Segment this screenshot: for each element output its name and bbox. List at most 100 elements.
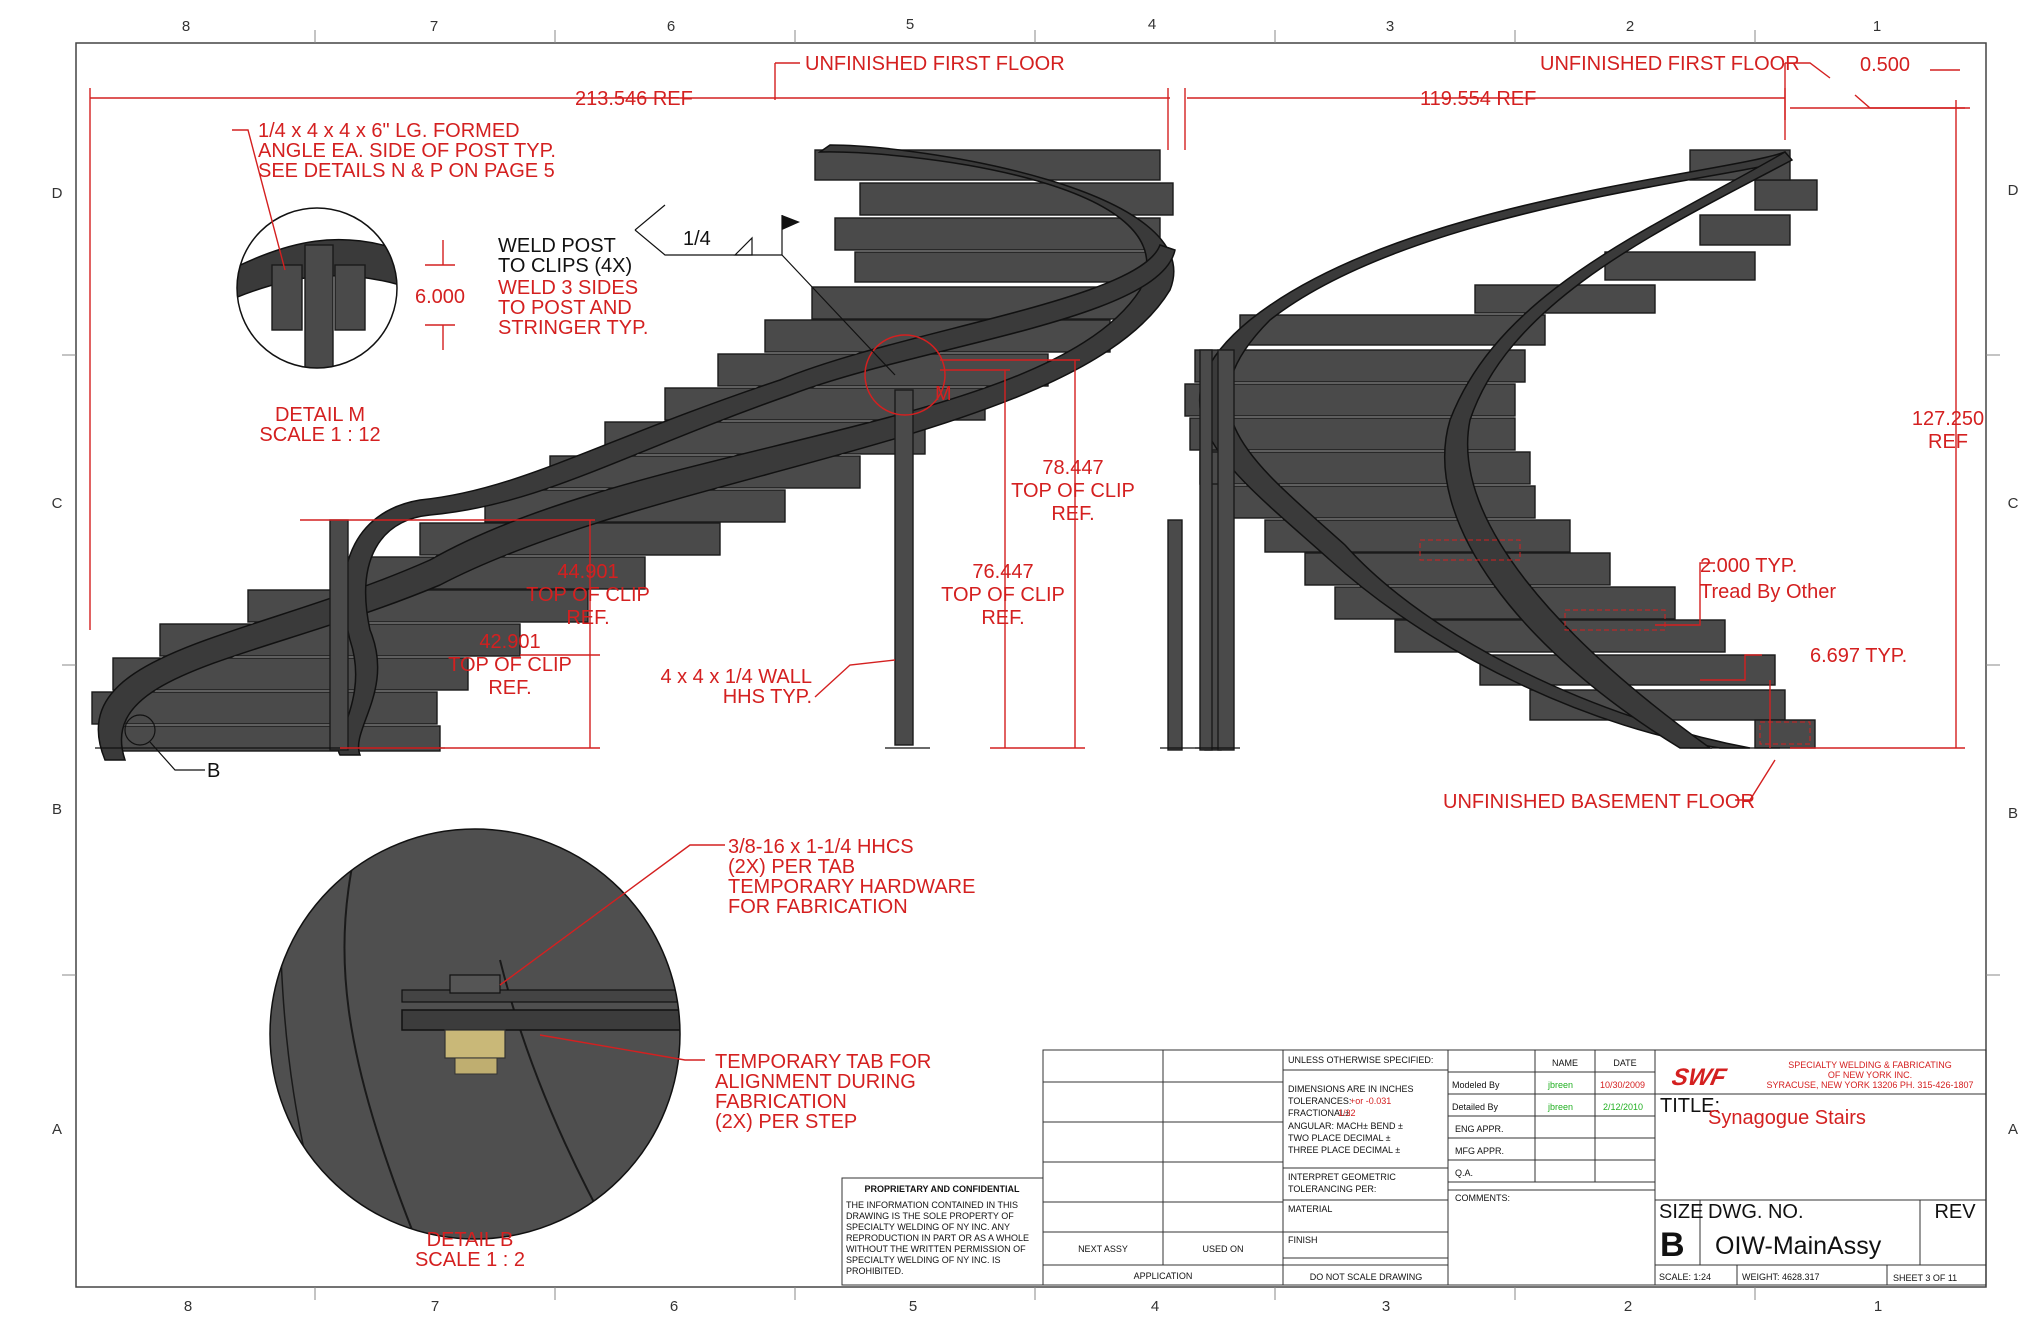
- proprietary-line-1: THE INFORMATION CONTAINED IN THIS: [846, 1200, 1018, 1210]
- tab-note-line-4: (2X) PER STEP: [715, 1111, 857, 1133]
- scale-value: SCALE: 1:24: [1659, 1272, 1711, 1282]
- interpret-line-2: TOLERANCING PER:: [1288, 1184, 1376, 1194]
- tolerance-value: +or -0.031: [1350, 1096, 1391, 1106]
- left-first-floor-label: UNFINISHED FIRST FLOOR: [805, 53, 1065, 75]
- drawing-title: Synagogue Stairs: [1708, 1107, 1866, 1129]
- detailed-date: 2/12/2010: [1603, 1102, 1643, 1112]
- proprietary-title: PROPRIETARY AND CONFIDENTIAL: [864, 1184, 1020, 1194]
- zone-col-4-bottom: 4: [1151, 1298, 1159, 1315]
- right-width-ref: 119.554 REF: [1420, 88, 1536, 110]
- drawing-number: OIW-MainAssy: [1715, 1232, 1882, 1260]
- title-block: [841, 1049, 1987, 1286]
- zone-col-4: 4: [1148, 16, 1156, 33]
- zone-row-a: A: [52, 1121, 62, 1138]
- size-value: B: [1660, 1226, 1685, 1264]
- dims-line-4: ANGULAR: MACH± BEND ±: [1288, 1121, 1403, 1131]
- qa-label: Q.A.: [1455, 1168, 1473, 1178]
- dim-78-ref: REF.: [1051, 503, 1094, 525]
- rev-label: REV: [1934, 1201, 1976, 1223]
- eng-appr-label: ENG APPR.: [1455, 1124, 1504, 1134]
- wall-note-line-1: 4 x 4 x 1/4 WALL: [660, 666, 812, 688]
- sheet-number: SHEET 3 OF 11: [1893, 1273, 1957, 1283]
- riser-typ: 6.697 TYP.: [1810, 645, 1907, 667]
- dimension-lines: [89, 62, 1970, 1061]
- dims-line-1: DIMENSIONS ARE IN INCHES: [1288, 1084, 1414, 1094]
- date-header: DATE: [1613, 1058, 1636, 1068]
- detail-m-scale: SCALE 1 : 12: [259, 424, 380, 446]
- zone-col-7: 7: [430, 18, 438, 35]
- mfg-appr-label: MFG APPR.: [1455, 1146, 1504, 1156]
- company-address: SYRACUSE, NEW YORK 13206 PH. 315-426-180…: [1767, 1080, 1974, 1090]
- interpret-line-1: INTERPRET GEOMETRIC: [1288, 1172, 1396, 1182]
- dim-44-value: 44.901: [557, 561, 618, 583]
- zone-col-2: 2: [1626, 18, 1634, 35]
- dim-42-value: 42.901: [479, 631, 540, 653]
- basement-floor-label: UNFINISHED BASEMENT FLOOR: [1443, 791, 1755, 813]
- angle-note-line-3: SEE DETAILS N & P ON PAGE 5: [258, 160, 555, 182]
- height-ref-value: 127.250: [1912, 408, 1984, 430]
- title-label: TITLE:: [1660, 1095, 1720, 1117]
- fractional-value: 1/32: [1338, 1108, 1356, 1118]
- angle-note-line-2: ANGLE EA. SIDE OF POST TYP.: [258, 140, 556, 162]
- size-label: SIZE: [1659, 1201, 1703, 1223]
- tab-note-line-1: TEMPORARY TAB FOR: [715, 1051, 931, 1073]
- proprietary-line-7: PROHIBITED.: [846, 1266, 904, 1276]
- dwg-no-label: DWG. NO.: [1708, 1201, 1804, 1223]
- right-first-floor-label: UNFINISHED FIRST FLOOR: [1540, 53, 1800, 75]
- proprietary-line-4: REPRODUCTION IN PART OR AS A WHOLE: [846, 1233, 1029, 1243]
- zone-col-6: 6: [667, 18, 675, 35]
- right-offset: 0.500: [1860, 54, 1910, 76]
- detail-b-scale: SCALE 1 : 2: [415, 1249, 525, 1271]
- finish-label: FINISH: [1288, 1235, 1318, 1245]
- modeled-date: 10/30/2009: [1600, 1080, 1645, 1090]
- hardware-note-line-2: (2X) PER TAB: [728, 856, 855, 878]
- dim-78-label: TOP OF CLIP: [1011, 480, 1135, 502]
- zone-col-8-bottom: 8: [184, 1298, 192, 1315]
- dim-78-value: 78.447: [1042, 457, 1103, 479]
- callout-m-label: M: [935, 383, 952, 405]
- dim-42-label: TOP OF CLIP: [448, 654, 572, 676]
- company-name-line-2: OF NEW YORK INC.: [1828, 1070, 1912, 1080]
- tread-by-other: Tread By Other: [1700, 581, 1836, 603]
- used-on-label: USED ON: [1202, 1244, 1243, 1254]
- proprietary-line-6: SPECIALTY WELDING OF NY INC. IS: [846, 1255, 1001, 1265]
- next-assy-label: NEXT ASSY: [1078, 1244, 1128, 1254]
- proprietary-line-2: DRAWING IS THE SOLE PROPERTY OF: [846, 1211, 1014, 1221]
- detail-m-dimension: 6.000: [415, 286, 465, 308]
- hardware-note-line-1: 3/8-16 x 1-1/4 HHCS: [728, 836, 914, 858]
- zone-row-d: D: [52, 185, 63, 202]
- unless-specified: UNLESS OTHERWISE SPECIFIED:: [1288, 1055, 1433, 1065]
- dim-76-value: 76.447: [972, 561, 1033, 583]
- zone-col-2-bottom: 2: [1624, 1298, 1632, 1315]
- dim-44-label: TOP OF CLIP: [526, 584, 650, 606]
- detail-b-view: [269, 828, 681, 1240]
- tread-typ: 2.000 TYP.: [1700, 555, 1797, 577]
- angle-note-line-1: 1/4 x 4 x 4 x 6" LG. FORMED: [258, 120, 520, 142]
- zone-col-7-bottom: 7: [431, 1298, 439, 1315]
- zone-ticks: [62, 30, 2000, 1300]
- dim-44-ref: REF.: [566, 607, 609, 629]
- weld-red-line-1: WELD 3 SIDES: [498, 277, 638, 299]
- weld-red-line-3: STRINGER TYP.: [498, 317, 648, 339]
- hardware-note-line-4: FOR FABRICATION: [728, 896, 908, 918]
- zone-row-b: B: [52, 801, 62, 818]
- weld-red-line-2: TO POST AND: [498, 297, 632, 319]
- weld-note-line-2: TO CLIPS (4X): [498, 255, 632, 277]
- detail-m-view: [236, 207, 398, 369]
- callout-circle-b: [124, 714, 156, 746]
- detail-m-title: DETAIL M: [275, 404, 365, 426]
- modeled-by-name: jbreen: [1547, 1080, 1573, 1090]
- dim-76-ref: REF.: [981, 607, 1024, 629]
- comments-label: COMMENTS:: [1455, 1193, 1510, 1203]
- proprietary-line-3: SPECIALTY WELDING OF NY INC. ANY: [846, 1222, 1010, 1232]
- callout-b-label: B: [207, 760, 220, 782]
- modeled-by-label: Modeled By: [1452, 1080, 1500, 1090]
- hardware-note-line-3: TEMPORARY HARDWARE: [728, 876, 975, 898]
- material-label: MATERIAL: [1288, 1204, 1332, 1214]
- weld-size: 1/4: [683, 228, 711, 250]
- weld-note-line-1: WELD POST: [498, 235, 616, 257]
- dim-76-label: TOP OF CLIP: [941, 584, 1065, 606]
- detailed-by-label: Detailed By: [1452, 1102, 1499, 1112]
- zone-col-5-bottom: 5: [909, 1298, 917, 1315]
